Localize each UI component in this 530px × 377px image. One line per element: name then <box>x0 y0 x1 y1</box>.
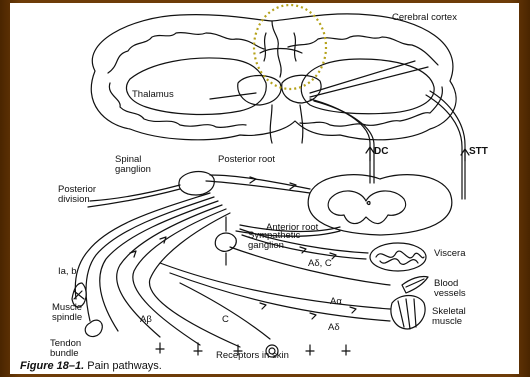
label-stt: STT <box>469 147 488 157</box>
corpus-callosum <box>260 49 302 54</box>
spinal-cord-outline <box>308 175 452 235</box>
viscera-coil <box>370 243 426 271</box>
label-spinal-ganglion: Spinal ganglion <box>115 155 163 175</box>
white-matter-left <box>127 58 267 115</box>
cortex-gyri-right-lower <box>300 87 442 126</box>
label-a-alpha: Aα <box>330 297 342 307</box>
label-thalamus: Thalamus <box>132 90 174 100</box>
label-blood-vessels: Blood vessels <box>434 279 486 299</box>
thalamus-projection <box>210 93 256 99</box>
spinal-ganglion-body <box>179 172 214 196</box>
label-receptors-in-skin: Receptors in skin <box>216 351 289 361</box>
cortex-gyri-right <box>288 36 438 65</box>
cingulate-folds <box>264 33 296 61</box>
label-dc: DC <box>374 147 388 157</box>
dc-arrow <box>366 147 374 161</box>
thalamus-shape <box>238 76 281 106</box>
label-cerebral-cortex: Cerebral cortex <box>392 13 457 23</box>
pain-pathways-figure: Cerebral cortex Thalamus DC STT Spinal g… <box>10 3 519 374</box>
label-viscera: Viscera <box>434 249 466 259</box>
cortex-gyri-left <box>108 33 264 73</box>
dc-tract <box>310 99 370 183</box>
central-canal <box>367 202 370 205</box>
posterior-root-2 <box>206 181 310 193</box>
label-sympathetic-ganglion: Sympathetic ganglion <box>248 231 306 251</box>
label-a-delta-c: Aδ, C <box>308 259 332 269</box>
tract-line-b <box>426 95 462 199</box>
nerve-fiber-4 <box>117 205 222 337</box>
label-c-fiber: C <box>222 315 229 325</box>
fiber-arrows <box>130 237 356 319</box>
label-ia-b: Ia, b <box>58 267 77 277</box>
gray-matter-butterfly <box>328 191 405 224</box>
label-a-beta: Aβ <box>140 315 152 325</box>
label-posterior-root: Posterior root <box>218 155 275 165</box>
cortex-gyri-left-lower <box>109 83 246 127</box>
nerve-fiber-1 <box>75 193 210 299</box>
muscle-fiber-a-alpha <box>160 263 390 309</box>
label-a-delta: Aδ <box>328 323 340 333</box>
sympathetic-ganglion-shape <box>215 233 236 251</box>
figure-caption-text: Pain pathways. <box>87 360 162 372</box>
blood-vessel-shape <box>402 276 428 293</box>
label-posterior-division: Posterior division <box>58 185 108 205</box>
figure-number: Figure 18–1. <box>20 360 84 372</box>
label-muscle-spindle: Muscle spindle <box>52 303 96 323</box>
label-tendon-bundle: Tendon bundle <box>50 339 94 359</box>
label-skeletal-muscle: Skeletal muscle <box>432 307 484 327</box>
figure-caption: Figure 18–1. Pain pathways. <box>20 360 162 372</box>
skeletal-muscle-shape <box>391 296 425 330</box>
